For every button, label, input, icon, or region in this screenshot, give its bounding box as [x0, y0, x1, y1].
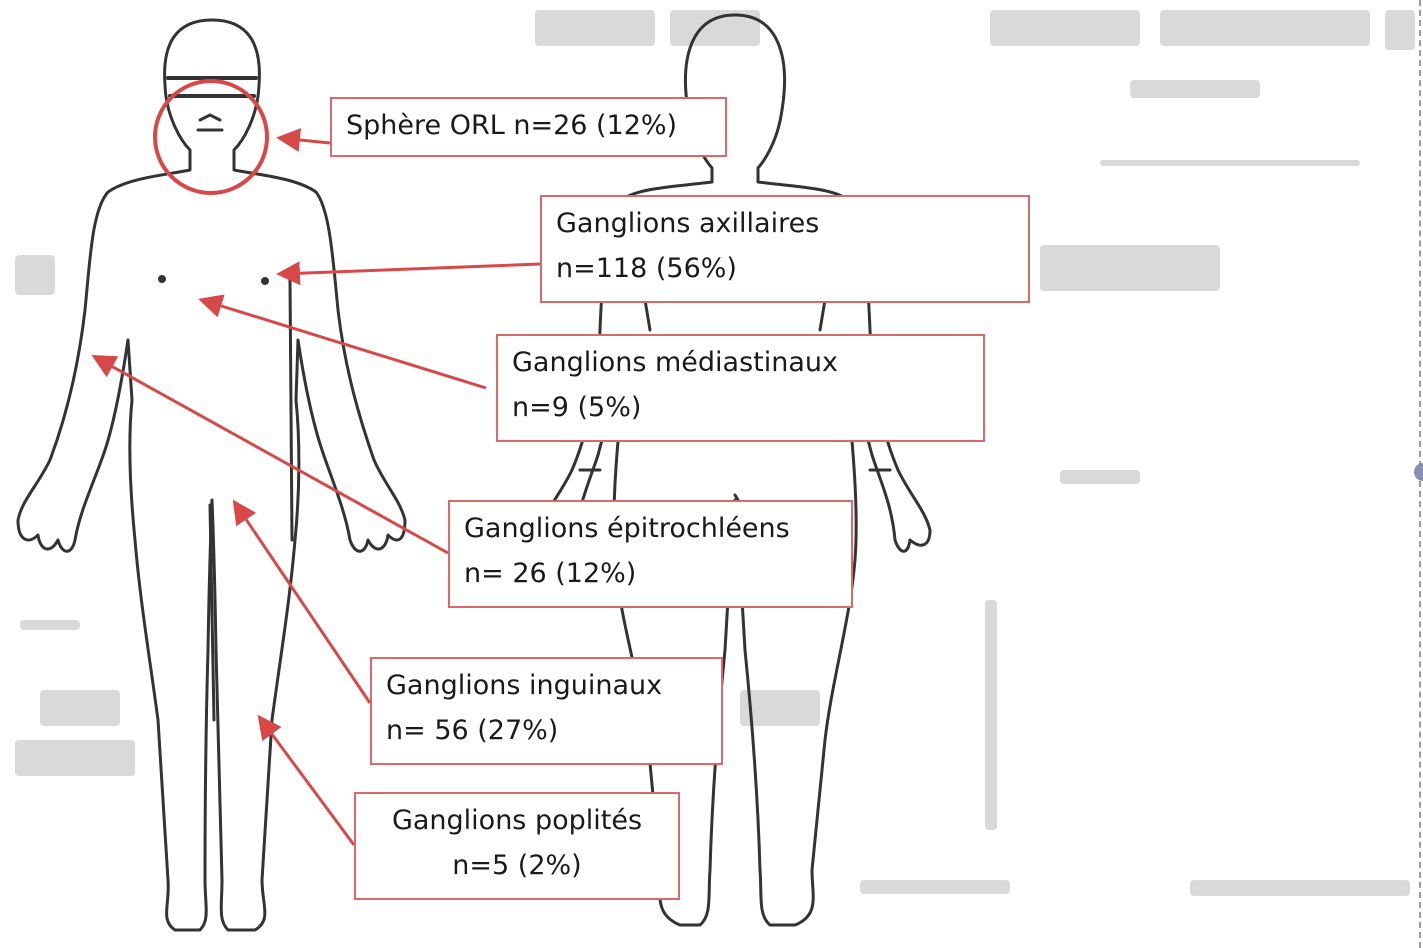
arrow-axillaires	[280, 264, 540, 274]
nipple-left	[158, 275, 166, 283]
arrow-mediastinaux	[202, 300, 486, 388]
callout-poplites-count: n=5 (2%)	[370, 843, 664, 888]
nipple-right	[261, 277, 269, 285]
callout-orl-text: Sphère ORL n=26 (12%)	[346, 103, 711, 148]
callout-inguinaux-count: n= 56 (27%)	[386, 708, 707, 753]
callout-inguinaux-title: Ganglions inguinaux	[386, 663, 707, 708]
callout-poplites: Ganglions poplités n=5 (2%)	[354, 792, 680, 900]
arrow-poplites	[260, 718, 354, 845]
callout-epitrochleens-count: n= 26 (12%)	[464, 551, 837, 596]
callout-epitrochleens-title: Ganglions épitrochléens	[464, 506, 837, 551]
callout-axillaires: Ganglions axillaires n=118 (56%)	[540, 195, 1030, 303]
callout-poplites-title: Ganglions poplités	[370, 798, 664, 843]
callout-mediastinaux-title: Ganglions médiastinaux	[512, 340, 969, 385]
callout-mediastinaux-count: n=9 (5%)	[512, 385, 969, 430]
callout-axillaires-title: Ganglions axillaires	[556, 201, 1014, 246]
callout-inguinaux: Ganglions inguinaux n= 56 (27%)	[370, 657, 723, 765]
arrow-orl	[280, 138, 330, 143]
callout-mediastinaux: Ganglions médiastinaux n=9 (5%)	[496, 334, 985, 442]
callout-epitrochleens: Ganglions épitrochléens n= 26 (12%)	[448, 500, 853, 608]
callout-orl: Sphère ORL n=26 (12%)	[330, 97, 727, 157]
callout-axillaires-count: n=118 (56%)	[556, 246, 1014, 291]
arrow-epitrochleens	[95, 357, 448, 553]
